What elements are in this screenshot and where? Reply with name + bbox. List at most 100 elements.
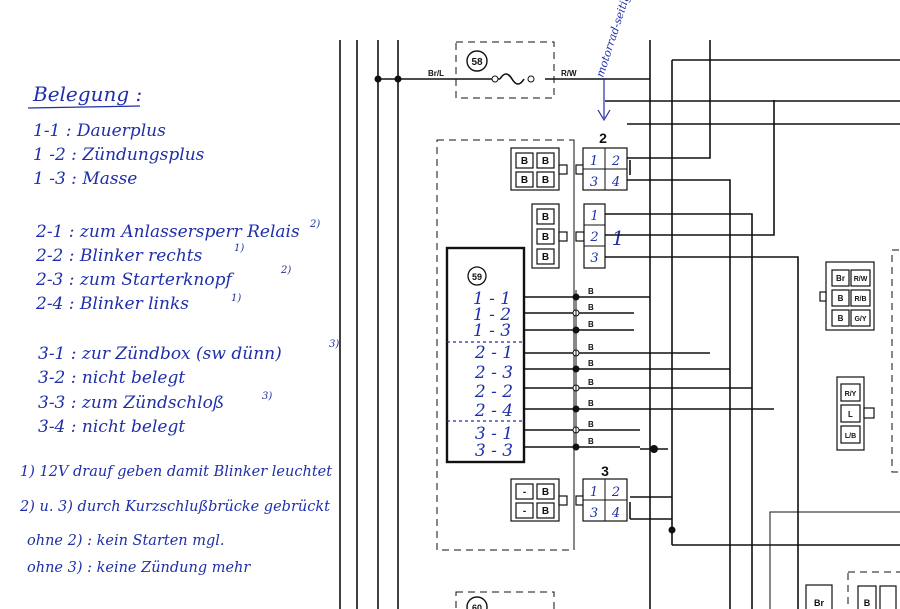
connector-2: B B B B 1 2 3 4 2 bbox=[510, 130, 628, 191]
svg-text:B: B bbox=[542, 212, 549, 223]
fuse-wire-left: Br/L bbox=[428, 69, 444, 78]
svg-text:-: - bbox=[523, 487, 526, 498]
note-3-1: 3-1 : zur Zündbox (sw dünn) bbox=[38, 344, 282, 364]
wire-color-label: B bbox=[588, 420, 594, 429]
svg-text:3: 3 bbox=[590, 251, 598, 266]
svg-text:1: 1 bbox=[590, 485, 598, 500]
right-wires bbox=[605, 40, 900, 609]
connector-2-number: 2 bbox=[599, 130, 607, 146]
module-pin-2-3: 2 - 3 bbox=[474, 363, 513, 383]
svg-text:4: 4 bbox=[611, 506, 620, 521]
connector-1: B B B 1 2 3 1 bbox=[531, 203, 625, 269]
svg-text:R/W: R/W bbox=[854, 276, 868, 283]
svg-text:B: B bbox=[542, 232, 549, 243]
title-underline bbox=[27, 105, 141, 109]
module-pin-2-2: 2 - 2 bbox=[474, 382, 513, 402]
notes-title: Belegung : bbox=[32, 82, 142, 106]
right-connector-a: Br R/W B R/B B G/Y bbox=[819, 261, 875, 331]
svg-text:L: L bbox=[848, 410, 853, 419]
note-3-2: 3-2 : nicht belegt bbox=[38, 368, 185, 388]
svg-text:60: 60 bbox=[472, 603, 482, 609]
module-60-partial: 60 bbox=[455, 591, 555, 609]
note-2-4: 2-4 : Blinker links bbox=[35, 294, 189, 314]
svg-text:L/B: L/B bbox=[845, 433, 856, 440]
wire-color-label: B bbox=[588, 378, 594, 387]
svg-text:R/Y: R/Y bbox=[845, 391, 857, 398]
svg-text:B: B bbox=[521, 156, 528, 167]
module-id: 59 bbox=[472, 272, 482, 282]
note-1-3: 1 -3 : Masse bbox=[33, 169, 137, 189]
handwritten-notes: Belegung : 1-1 : Dauerplus 1 -2 : Zündun… bbox=[19, 82, 339, 576]
note-1-1: 1-1 : Dauerplus bbox=[33, 121, 166, 141]
wire-color-label: B bbox=[588, 303, 594, 312]
arrow-down-icon bbox=[597, 109, 611, 122]
svg-text:3: 3 bbox=[590, 506, 598, 521]
module-pin-3-1: 3 - 1 bbox=[475, 424, 513, 444]
connector-1-number: 1 bbox=[612, 226, 625, 250]
svg-text:B: B bbox=[542, 252, 549, 263]
svg-text:B: B bbox=[838, 314, 844, 323]
svg-text:1: 1 bbox=[590, 209, 598, 224]
note-3-1-sup: 3) bbox=[329, 339, 339, 350]
module-pin-1-3: 1 - 3 bbox=[473, 321, 511, 341]
wire-color-label: B bbox=[588, 320, 594, 329]
svg-text:2: 2 bbox=[611, 485, 620, 500]
svg-text:B: B bbox=[542, 175, 549, 186]
svg-text:B: B bbox=[542, 506, 549, 517]
wire-color-label: B bbox=[588, 359, 594, 368]
svg-text:Br: Br bbox=[836, 274, 845, 283]
note-2-4-sup: 1) bbox=[231, 293, 241, 304]
svg-text:B: B bbox=[864, 598, 871, 608]
svg-text:3: 3 bbox=[590, 175, 598, 190]
consequence-1: ohne 2) : kein Starten mgl. bbox=[27, 533, 225, 549]
svg-text:R/B: R/B bbox=[854, 296, 866, 303]
svg-text:4: 4 bbox=[611, 175, 620, 190]
svg-text:2: 2 bbox=[589, 230, 598, 245]
footnote-2: 2) u. 3) durch Kurzschlußbrücke gebrückt bbox=[19, 499, 330, 515]
bus-lines bbox=[339, 40, 651, 609]
note-1-2: 1 -2 : Zündungsplus bbox=[33, 145, 205, 165]
note-3-3: 3-3 : zum Zündschloß bbox=[38, 393, 224, 413]
svg-text:B: B bbox=[542, 156, 549, 167]
module-pin-2-1: 2 - 1 bbox=[474, 343, 513, 363]
wire-color-label: B bbox=[588, 437, 594, 446]
connector-3-number: 3 bbox=[601, 463, 609, 479]
svg-text:G/Y: G/Y bbox=[854, 316, 866, 323]
note-3-3-sup: 3) bbox=[262, 391, 272, 402]
note-2-1: 2-1 : zum Anlassersperr Relais bbox=[35, 222, 300, 242]
bottom-right-area: Br B bbox=[769, 511, 900, 609]
note-3-4: 3-4 : nicht belegt bbox=[38, 417, 185, 437]
module-pin-1-1: 1 - 1 bbox=[473, 289, 511, 309]
note-2-2-sup: 1) bbox=[234, 243, 244, 254]
note-2-1-sup: 2) bbox=[309, 219, 320, 230]
svg-text:Br: Br bbox=[814, 598, 824, 608]
footnote-1: 1) 12V drauf geben damit Blinker leuchte… bbox=[20, 464, 332, 480]
wire-color-label: B bbox=[588, 399, 594, 408]
module-59: 59 1 - 1 1 - 2 1 - 3 2 - 1 2 - 3 2 - 2 2… bbox=[445, 246, 526, 464]
module-pin-2-4: 2 - 4 bbox=[474, 401, 513, 421]
side-note-text: motorrad-seitig bbox=[593, 0, 632, 79]
wire-color-label: B bbox=[588, 343, 594, 352]
note-2-3: 2-3 : zum Starterknopf bbox=[35, 270, 234, 290]
svg-text:B: B bbox=[542, 487, 549, 498]
note-2-2: 2-2 : Blinker rechts bbox=[35, 246, 203, 266]
consequence-2: ohne 3) : keine Zündung mehr bbox=[27, 560, 251, 576]
wire-color-label: B bbox=[588, 287, 594, 296]
side-note: motorrad-seitig bbox=[593, 0, 633, 122]
fuse-58: 58 Br/L R/W bbox=[428, 41, 577, 99]
svg-text:-: - bbox=[523, 506, 526, 517]
connector-3: - B - B 1 2 3 4 3 bbox=[510, 463, 628, 522]
right-connector-b: R/Y L L/B bbox=[836, 376, 875, 451]
note-2-3-sup: 2) bbox=[280, 265, 291, 276]
module-pin-1-2: 1 - 2 bbox=[473, 305, 511, 325]
module-pin-3-3: 3 - 3 bbox=[475, 441, 513, 461]
right-enclosure bbox=[891, 249, 900, 473]
fuse-icon bbox=[499, 73, 525, 85]
fuse-id: 58 bbox=[471, 57, 483, 68]
svg-text:B: B bbox=[838, 294, 844, 303]
svg-text:1: 1 bbox=[590, 154, 598, 169]
svg-text:B: B bbox=[521, 175, 528, 186]
fuse-wire-right: R/W bbox=[561, 69, 577, 78]
